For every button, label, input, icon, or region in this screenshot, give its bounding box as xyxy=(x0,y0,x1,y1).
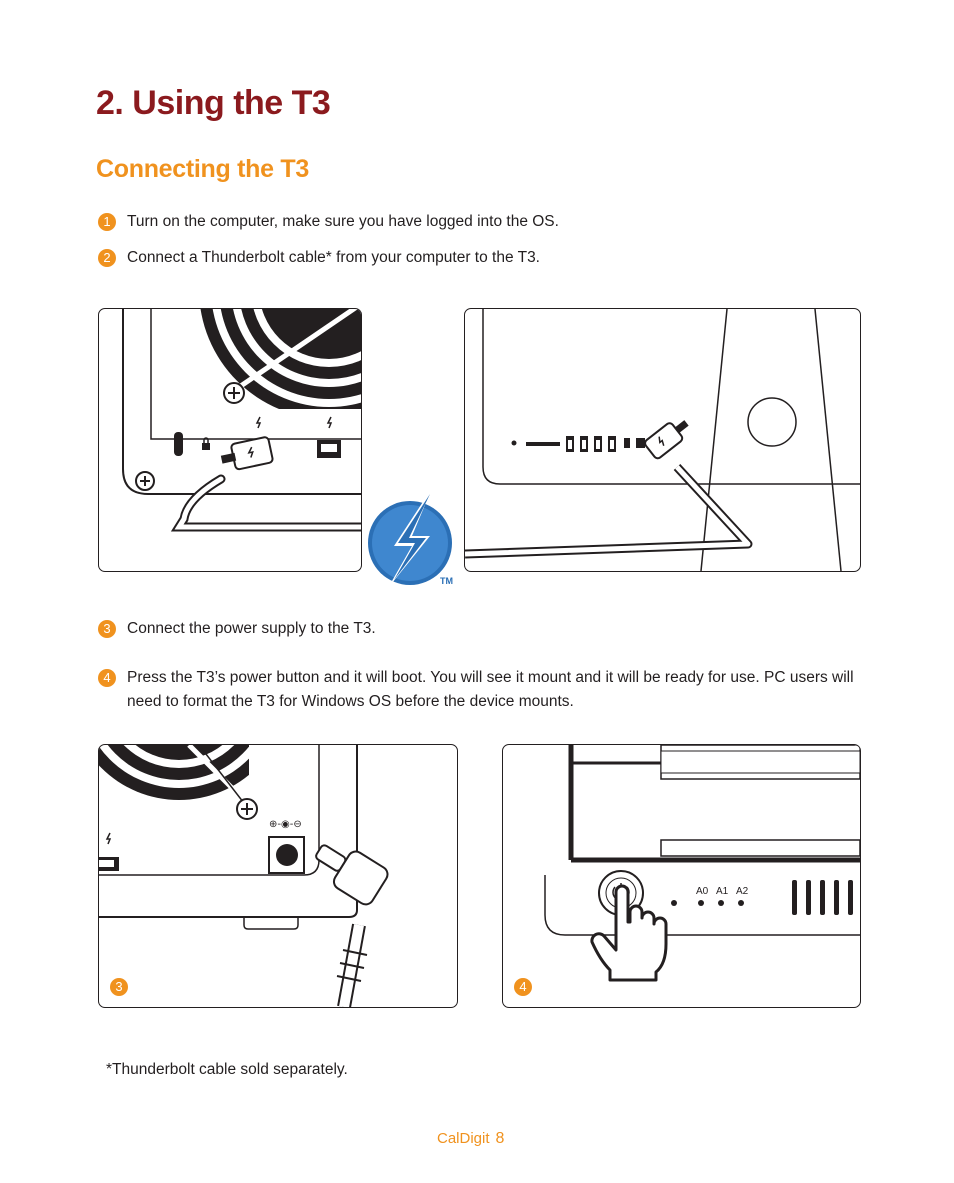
step-number: 4 xyxy=(98,669,116,687)
step-4: 4 Press the T3’s power button and it wil… xyxy=(98,666,858,714)
figure-number: 3 xyxy=(110,978,128,996)
step-number: 1 xyxy=(98,213,116,231)
t3-rear-illustration xyxy=(122,309,361,532)
fan-icon xyxy=(99,745,249,805)
power-button-illustration xyxy=(544,745,860,982)
computer-rear-panel-figure xyxy=(464,308,861,572)
t3-rear-panel-figure xyxy=(98,308,362,572)
thunderbolt-logo-icon xyxy=(368,488,452,588)
hand-pointer-icon xyxy=(590,884,668,982)
svg-text:⊕-◉-⊖: ⊕-◉-⊖ xyxy=(269,819,302,830)
led-label-a0: A0 xyxy=(696,886,709,897)
step-text: Turn on the computer, make sure you have… xyxy=(127,213,559,230)
figure-number: 4 xyxy=(514,978,532,996)
page-number: 8 xyxy=(495,1130,505,1147)
step-number: 2 xyxy=(98,249,116,267)
led-label-a1: A1 xyxy=(716,886,729,897)
power-connection-figure: ⊕-◉-⊖ 3 xyxy=(98,744,458,1008)
step-text: Press the T3’s power button and it will … xyxy=(127,669,854,710)
step-1: 1 Turn on the computer, make sure you ha… xyxy=(98,210,559,234)
step-3: 3 Connect the power supply to the T3. xyxy=(98,617,376,641)
computer-rear-illustration xyxy=(465,309,860,571)
step-number: 3 xyxy=(98,620,116,638)
trademark-label: TM xyxy=(440,576,453,586)
page-title: 2. Using the T3 xyxy=(96,84,331,122)
fan-icon xyxy=(200,309,361,409)
step-2: 2 Connect a Thunderbolt cable* from your… xyxy=(98,246,540,270)
step-text: Connect the power supply to the T3. xyxy=(127,620,376,637)
step-text: Connect a Thunderbolt cable* from your c… xyxy=(127,249,540,266)
footnote: *Thunderbolt cable sold separately. xyxy=(106,1061,348,1078)
power-connector-illustration: ⊕-◉-⊖ xyxy=(99,745,389,1007)
led-label-a2: A2 xyxy=(736,886,749,897)
power-button-figure: A0 A1 A2 4 xyxy=(502,744,861,1008)
page-footer: CalDigit 8 xyxy=(437,1130,504,1148)
footer-brand: CalDigit xyxy=(437,1130,490,1147)
section-title: Connecting the T3 xyxy=(96,155,309,183)
